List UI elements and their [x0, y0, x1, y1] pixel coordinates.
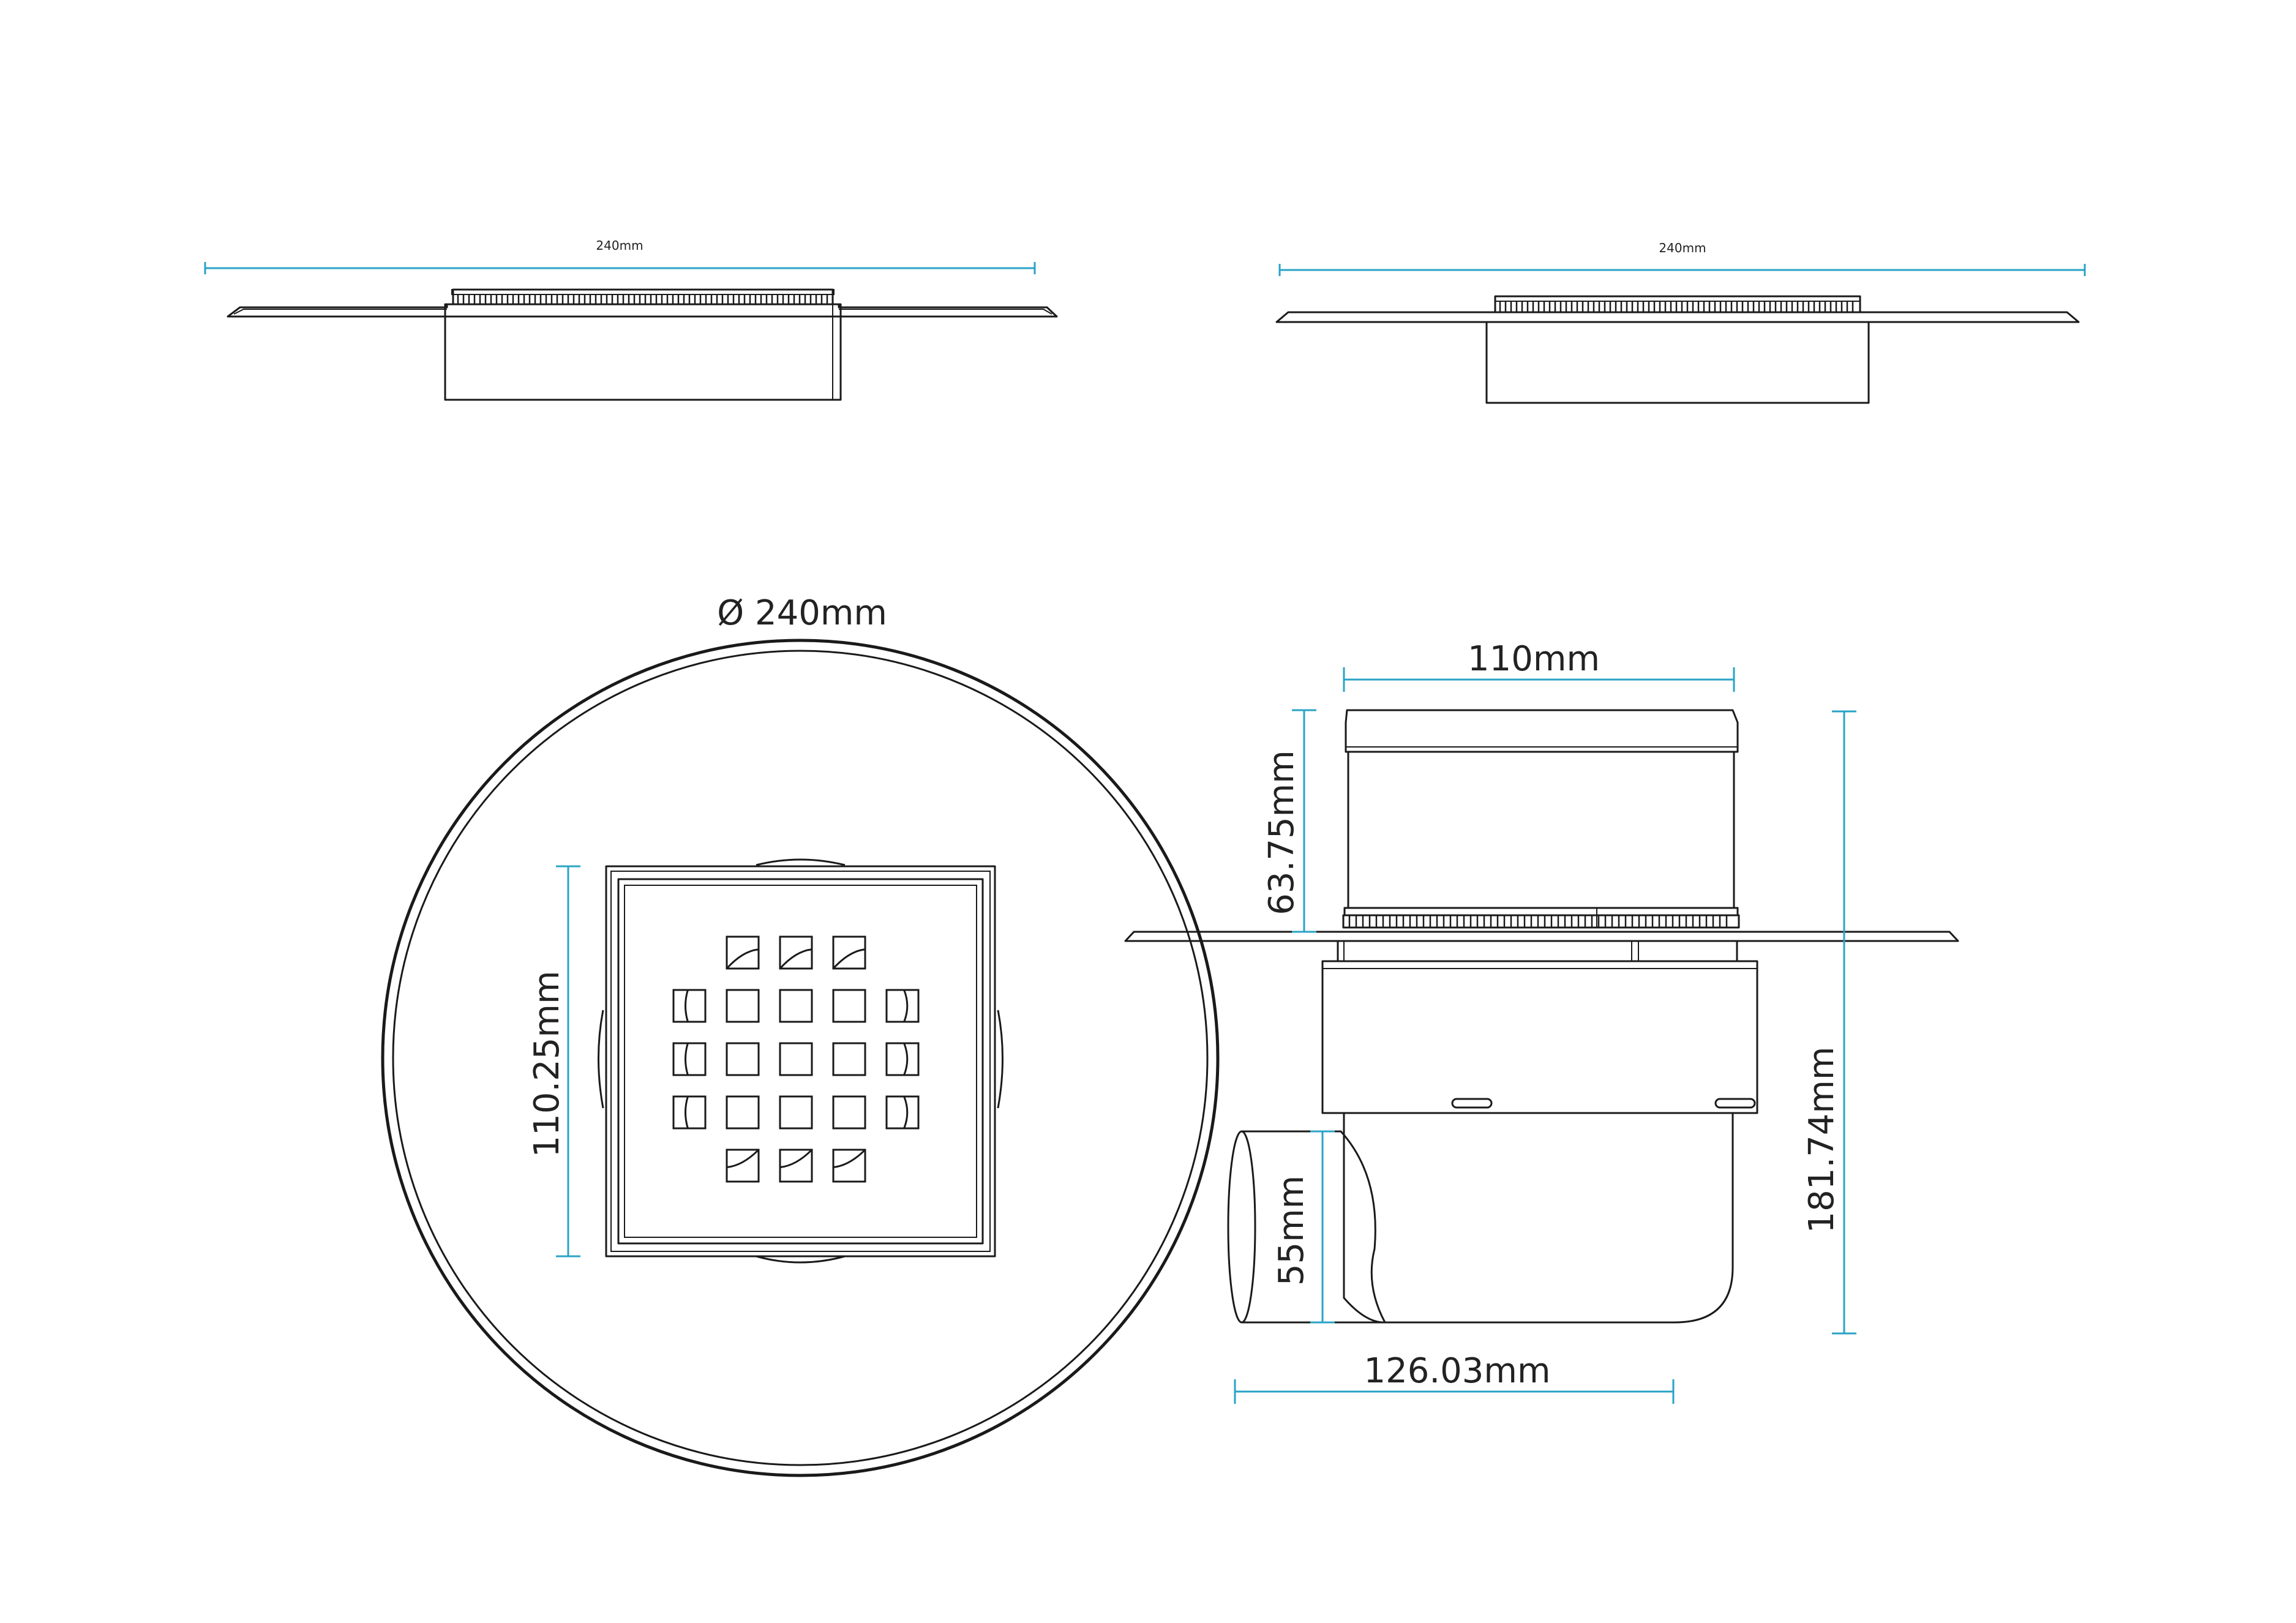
grate-inner-frame [617, 878, 984, 1245]
grate-hole [726, 1095, 760, 1130]
grate-hole-curve [685, 1043, 689, 1076]
grate-hole [832, 1095, 866, 1130]
grate-hole-curve [779, 1149, 813, 1169]
grate-size-label: 110.25mm [527, 970, 567, 1157]
grate-hole [779, 935, 813, 970]
grate-hole [726, 1042, 760, 1076]
grate-hole [779, 1042, 813, 1076]
lower-body [1343, 1113, 1734, 1324]
top-view-diameter-label: Ø 240mm [717, 593, 887, 633]
grate-hole [832, 989, 866, 1023]
side-view-right-width-label: 240mm [1659, 241, 1706, 255]
ring-teeth [457, 294, 828, 304]
grate-outer-frame [605, 865, 996, 1258]
grate-hole-curve [903, 1043, 909, 1076]
grate-hole [832, 1042, 866, 1076]
grate-frame [610, 871, 991, 1252]
flange-edge [233, 309, 447, 315]
grate-hole [672, 989, 707, 1023]
grate-hole [779, 1149, 813, 1183]
grate-hole-curve [832, 948, 866, 970]
clip-slot [1714, 1098, 1756, 1109]
body-rim-left [598, 1010, 604, 1109]
total-height-label: 181.74mm [1802, 1046, 1842, 1233]
main-body [1321, 960, 1758, 1114]
neck [1337, 940, 1738, 962]
side-view-left-width-label: 240mm [596, 238, 643, 253]
drain-body [444, 303, 842, 401]
flange-inner-circle [392, 650, 1209, 1466]
grate-plate [624, 885, 977, 1238]
outlet-length-label: 126.03mm [1364, 1351, 1550, 1391]
adjust-ring [1343, 907, 1739, 916]
upper-cylinder [1347, 751, 1735, 909]
body-rim-right [997, 1010, 1004, 1109]
body-rim-top [756, 858, 846, 866]
flange-edge [839, 309, 1052, 315]
grate-hole [672, 1095, 707, 1130]
outlet-opening [1227, 1130, 1256, 1324]
flange [227, 303, 1058, 318]
ring-rim [451, 289, 835, 295]
drain-body [1485, 321, 1870, 404]
grate-hole [885, 1042, 920, 1076]
adjust-ring-base [1342, 914, 1740, 929]
outlet-diameter-label: 55mm [1272, 1175, 1311, 1286]
top-width-label: 110mm [1468, 639, 1600, 679]
ring-rim [1495, 296, 1861, 302]
side-view-right: 240mm [1275, 241, 2086, 404]
flange [1275, 311, 2080, 323]
upper-height-label: 63.75mm [1262, 750, 1302, 915]
flange-outer-circle [381, 639, 1220, 1477]
grate-hole [885, 989, 920, 1023]
grate-hole [832, 935, 866, 970]
outlet-pipe [1242, 1130, 1386, 1324]
grate-hole-curve [779, 948, 812, 970]
body-rim-bottom [756, 1255, 846, 1264]
ring-teeth [1348, 915, 1728, 928]
grate-hole [672, 1042, 707, 1076]
grate-hole-curve [833, 1149, 866, 1169]
grate-hole-curve [685, 1096, 689, 1129]
ring [452, 288, 834, 305]
clip-slot [1451, 1098, 1493, 1109]
grate-hole-curve [726, 948, 759, 970]
grate-hole [779, 1095, 813, 1130]
side-view-left: 240mm [204, 238, 1058, 401]
grate-hole-curve [685, 989, 689, 1022]
top-view: Ø 240mm 110.25mm [381, 593, 1220, 1477]
grate-hole [885, 1095, 920, 1130]
grate-hole [726, 935, 760, 970]
ring-teeth [1499, 301, 1854, 312]
grate-hole [726, 989, 760, 1023]
grate-hole-curve [903, 1096, 909, 1129]
grate-holes [672, 935, 920, 1183]
flange [1124, 931, 1959, 942]
grate-hole [779, 989, 813, 1023]
grate-head [1345, 709, 1739, 753]
grate-hole-curve [903, 989, 909, 1022]
section-view: 110mm 63.75mm [1124, 639, 1959, 1404]
grate-hole-curve [726, 1149, 760, 1169]
grate-hole [832, 1149, 866, 1183]
grate-hole [726, 1149, 760, 1183]
